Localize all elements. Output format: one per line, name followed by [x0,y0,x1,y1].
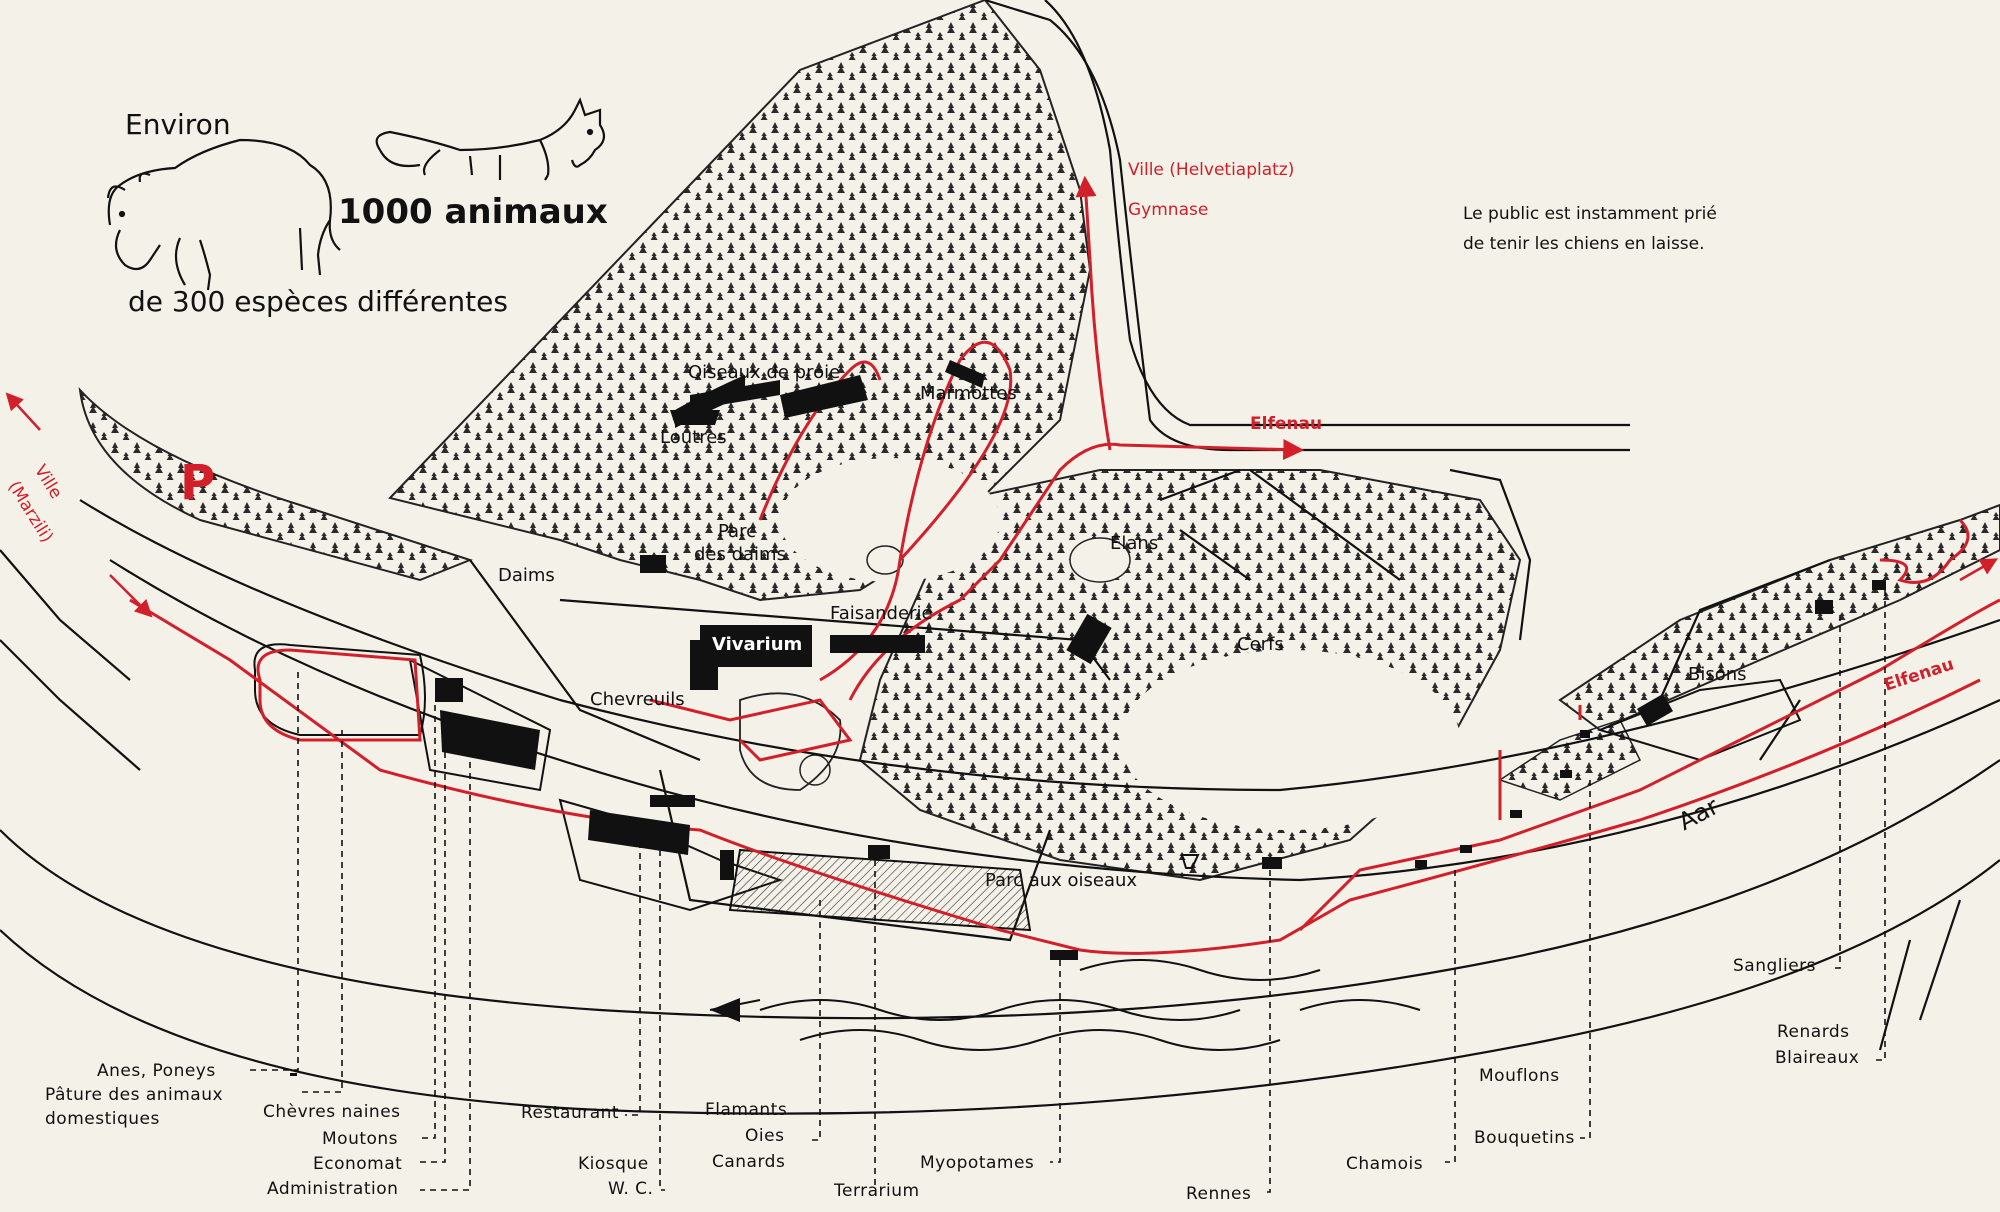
header-environ: Environ [125,108,231,141]
vivarium-label: Vivarium [712,634,803,655]
callout-administration: Administration [267,1179,399,1199]
bison-drawing [106,138,341,291]
area-marmottes: Marmottes [920,383,1017,404]
callout-restaurant: Restaurant [521,1103,620,1123]
callout-bouquetins: Bouquetins [1474,1128,1575,1148]
forest-areas [78,0,2000,882]
leash-notice-line1: Le public est instamment prié [1463,204,1717,224]
river-aar [709,959,1421,1051]
callout-blaireaux: Blaireaux [1775,1048,1860,1068]
area-cerfs: Cerfs [1237,634,1284,655]
leader-ticks [290,1073,297,1076]
header-animal-count: 1000 animaux [338,192,608,232]
clearings [739,458,1460,830]
area-oiseaux-de-proie: Oiseaux de proie [688,362,841,383]
area-loutres: Loutres [660,427,727,448]
callout-pature-2: domestiques [45,1109,160,1129]
callout-canards: Canards [712,1152,786,1172]
parking-sign: P [180,455,216,511]
route-arrows [5,392,1999,618]
callout-rennes: Rennes [1186,1184,1252,1204]
flow-arrow [710,998,740,1022]
area-chevreuils: Chevreuils [590,689,685,710]
callout-sangliers: Sangliers [1733,956,1817,976]
callout-anes-poneys: Anes, Poneys [97,1061,216,1081]
callout-terrarium: Terrarium [834,1181,920,1201]
route-ville-helvetiaplatz: Ville (Helvetiaplatz) [1128,160,1295,180]
area-parc-aux-oiseaux: Parc aux oiseaux [985,870,1138,891]
callout-moutons: Moutons [322,1129,399,1149]
area-daims: Daims [498,565,555,586]
callout-myopotames: Myopotames [920,1153,1035,1173]
area-elans: Elans [1110,533,1159,554]
fox-drawing [375,97,606,181]
area-faisanderie: Faisanderie [830,603,933,624]
callout-economat: Economat [313,1154,403,1174]
buildings [435,360,1886,960]
pasture-enclosures [253,643,1802,932]
callout-wc: W. C. [608,1179,654,1199]
leader-lines [250,590,1886,1193]
area-bisons: Bisons [1688,664,1747,685]
header-species: de 300 espèces différentes [128,285,508,318]
callout-oies: Oies [745,1126,785,1146]
callout-mouflons: Mouflons [1479,1066,1560,1086]
callout-chamois: Chamois [1346,1154,1424,1174]
callout-kiosque: Kiosque [578,1154,649,1174]
leash-notice-line2: de tenir les chiens en laisse. [1463,234,1705,254]
callout-chevres-naines: Chèvres naines [263,1102,401,1122]
route-gymnase: Gymnase [1128,200,1209,220]
route-elfenau-top: Elfenau [1250,414,1323,434]
area-parc-des-daims-2: des daims [694,544,786,565]
small-shelter [1180,854,1200,869]
callout-flamants: Flamants [705,1100,788,1120]
callout-pature-1: Pâture des animaux [45,1085,224,1105]
callout-renards: Renards [1777,1022,1850,1042]
area-parc-des-daims-1: Parc [718,521,756,542]
